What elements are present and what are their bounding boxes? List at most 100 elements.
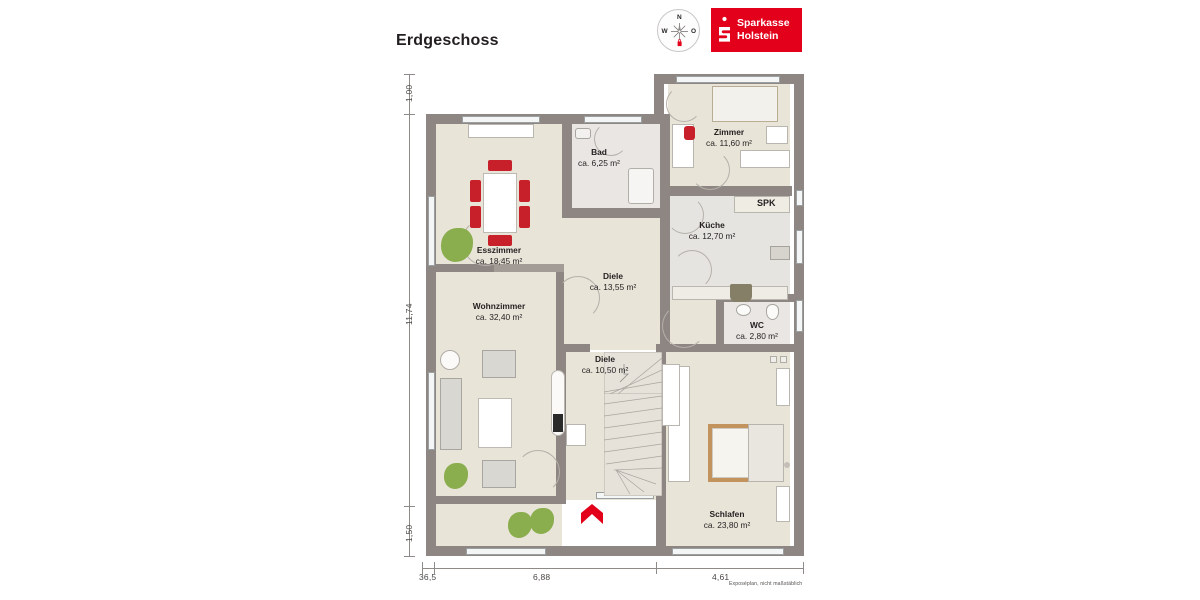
spk-label: SPK [757,198,776,208]
sink-bad [575,128,591,139]
dining-chair [488,235,512,246]
wall-zimmer-bottom [660,186,792,196]
dining-chair [488,160,512,171]
chair-zimmer [684,126,695,140]
dim-horiz-tick [656,562,657,574]
tv-screen [553,414,563,432]
nightstand-zimmer [766,126,788,144]
entrance-arrow-icon [581,504,603,524]
wall-bad-left [562,120,572,216]
kitchen-stove [730,284,752,302]
dim-vert-axis [409,74,410,556]
dim-horiz-tick [434,562,435,574]
page-title: Erdgeschoss [396,32,499,49]
armchair [482,460,516,488]
wc-sink [736,304,751,316]
duvet-schlafen [748,424,784,482]
window-wohnzimmer-bottom [466,548,546,555]
wall-bad-right [660,118,670,218]
window-wc-right [796,300,803,332]
door-arc-schlafen [662,304,706,348]
sparkasse-s-icon [716,15,733,45]
kitchen-sink [770,246,790,260]
door-arc-diele-lower [516,450,560,494]
plant-esszimmer [441,228,473,262]
door-arc-kueche-2 [672,250,712,290]
dining-chair [470,206,481,228]
plan-footnote: Exposéplan, nicht maßstäblich [729,581,803,587]
closet-diele-right [662,364,680,426]
wall-schlafen-top [660,344,794,352]
dim-vert-tick [404,114,415,115]
side-table [440,350,460,370]
window-schlafen-bottom [672,548,784,555]
dim-label-horiz-1: 36,5 [419,572,437,582]
dining-chair [470,180,481,202]
plant-hall-1 [508,512,532,538]
logo-line-1: Sparkasse [737,17,790,29]
compass-east-label: O [691,27,697,35]
door-arc-kueche [666,196,704,234]
dim-horiz-axis [422,568,804,569]
wc-tile-detail [770,356,777,363]
toilet [766,304,779,320]
floor-wc [722,300,790,348]
logo-line-2: Holstein [737,30,779,42]
door-arc-wohnzimmer [556,276,600,320]
compass-west-label: W [661,27,668,35]
dining-table [483,173,517,233]
spk-cabinet [734,196,790,213]
staircase [603,391,663,497]
sideboard-esszimmer [468,124,534,138]
floor-lamp [784,462,790,468]
dim-vert-tick [404,506,415,507]
window-wohnzimmer-left [428,372,435,450]
dim-label-vert-1: 1,00 [404,84,414,102]
dim-horiz-tick [803,562,804,574]
dim-vert-tick [404,556,415,557]
bathtub [628,168,654,204]
dim-label-horiz-2: 6,88 [533,572,551,582]
wall-bad-bottom [562,208,670,218]
coffee-table [478,398,512,448]
dim-label-vert-3: 1,50 [404,524,414,542]
compass-north-label: N [677,13,682,21]
bed-zimmer [712,86,778,122]
wall-upper-notch [654,74,664,122]
compass-rose-icon: N W O [657,9,700,52]
sparkasse-holstein-logo: Sparkasse Holstein [711,8,802,52]
window-esszimmer-left [428,196,435,266]
wall-wc-left [716,294,724,350]
wall-top-left [426,114,670,124]
window-zimmer-top [676,76,780,83]
shelf-schlafen [776,486,790,522]
console-diele [566,424,586,446]
window-kueche-right [796,230,803,264]
nightstand-schlafen [776,368,790,406]
wall-wohnzimmer-bottom [426,496,562,504]
door-arc-zimmer-top [666,86,702,122]
dim-horiz-tick [422,562,423,574]
dining-chair [519,180,530,202]
dim-label-horiz-3: 4,61 [712,572,730,582]
window-spk-right [796,190,803,206]
window-esszimmer-top [462,116,540,123]
wall-kueche-left [660,186,670,352]
dining-chair [519,206,530,228]
desk-zimmer [740,150,790,168]
dim-vert-tick [404,74,415,75]
wall-esszimmer-bottom-2 [494,264,564,272]
armchair [482,350,516,378]
wall-left [426,114,436,556]
wall-bottom [426,546,804,556]
plant-hall-2 [530,508,554,534]
dim-label-vert-2: 11,74 [404,303,414,325]
door-arc-zimmer [690,150,730,190]
plant-wohnzimmer [444,463,468,489]
wall-diele-top [556,344,590,352]
door-arc-bad [594,122,628,156]
staircase-upper-run [603,351,663,395]
sofa [440,378,462,450]
